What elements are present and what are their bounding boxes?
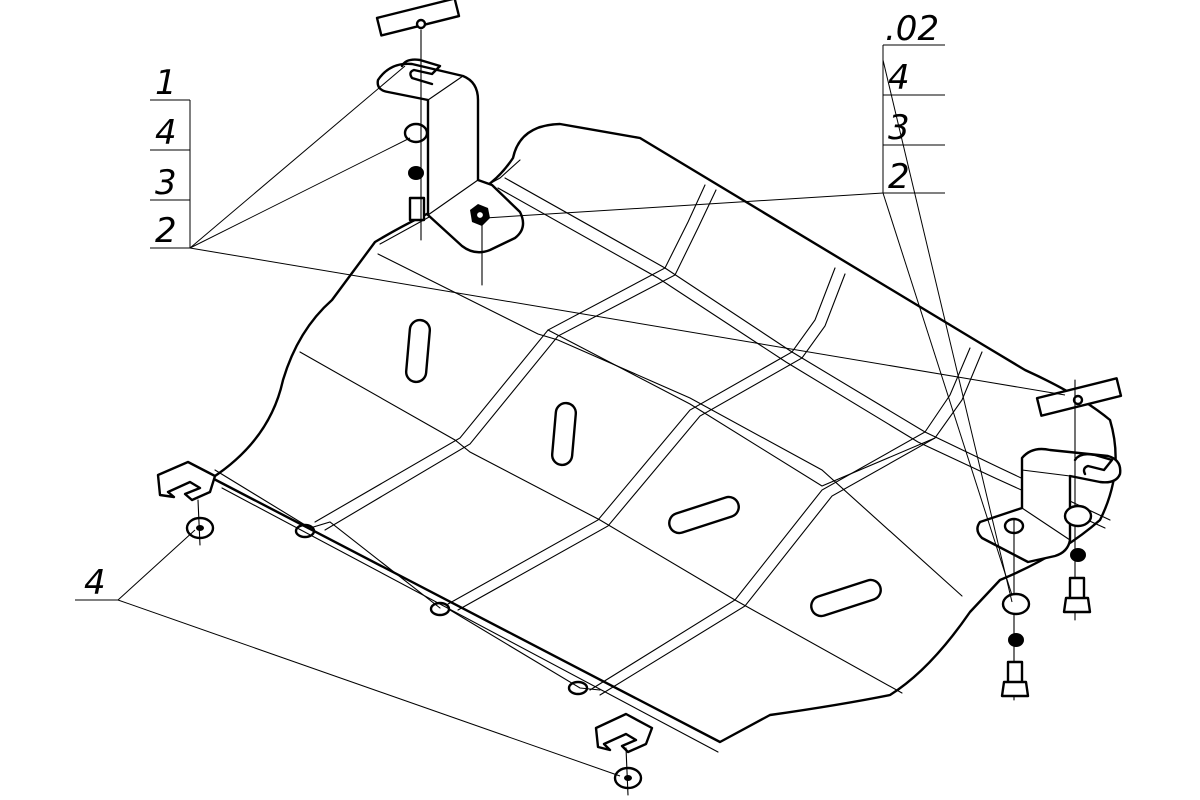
right-washer-upper [1063, 504, 1093, 528]
flange-dimple-1 [294, 523, 316, 539]
leader-right-b [882, 192, 1013, 596]
right-bolt-head [1062, 596, 1092, 614]
leader-bottom-b [117, 599, 621, 777]
left-bracket-fold-2 [427, 179, 479, 216]
bend-line-3 [299, 351, 903, 694]
left-bracket-fold [427, 75, 464, 101]
right-bracket-fold [1021, 469, 1071, 477]
right-lock-washer [1070, 548, 1086, 562]
right-bracket-slot [1073, 452, 1114, 476]
callout-left-stack: 1 4 3 2 [150, 63, 191, 251]
leader-bottom-a [117, 529, 196, 601]
front-mount-tabs [156, 460, 654, 754]
right-bolt [1068, 576, 1086, 602]
left-nut-bore [475, 210, 485, 220]
bend-line-4b [449, 609, 601, 691]
callout-right-1: .02 [885, 9, 939, 49]
long-bend-1a [504, 177, 1111, 521]
callout-left-4: 2 [155, 211, 177, 251]
cross-bend-mid [547, 329, 936, 487]
skid-plate-outline [210, 122, 1117, 744]
long-bend-4a [589, 347, 971, 691]
right-lock-washer-lower [1008, 633, 1024, 647]
bend-line-4 [214, 469, 441, 609]
washer-axis-right [625, 747, 629, 796]
loose-washers [185, 499, 643, 796]
flange-dimple-3 [567, 680, 589, 696]
callout-left-2: 4 [155, 113, 177, 153]
skid-plate [210, 122, 1117, 753]
callout-left-1: 1 [155, 63, 177, 103]
right-bracket [976, 377, 1123, 701]
left-bracket-plate [376, 62, 525, 254]
flange-dimple-2 [429, 601, 451, 617]
callout-right-2: 4 [888, 58, 910, 98]
slot-2 [550, 401, 578, 467]
right-washer-lower [1001, 592, 1031, 616]
slot-1 [404, 318, 432, 384]
front-tab-right [594, 712, 654, 754]
left-washer-plate [375, 0, 461, 37]
callout-left-3: 3 [155, 163, 177, 203]
callout-right-4: 2 [888, 157, 910, 197]
left-plate-hole [415, 18, 427, 30]
left-lock-washer [408, 166, 424, 180]
long-bend-1b [497, 187, 1106, 529]
bend-line-1 [379, 159, 521, 245]
leader-left-b [189, 137, 411, 249]
callout-bottom-label: 4 [84, 563, 106, 603]
vent-slots [404, 318, 882, 618]
long-bend-3a [447, 267, 836, 605]
right-bolt-lower [1006, 660, 1024, 686]
washer-front-right-hole [624, 775, 632, 781]
front-flange-edge [221, 487, 719, 753]
right-plate-hole [1072, 394, 1084, 406]
long-bend-4b [599, 351, 983, 696]
left-bolt [408, 196, 426, 222]
right-bracket-fold-2 [1021, 507, 1071, 541]
left-bracket [375, 0, 525, 286]
long-bend-2a [314, 184, 706, 523]
washer-front-left-hole [196, 525, 204, 531]
callout-bottom-left: 4 [84, 563, 106, 603]
leader-right-c [882, 59, 1013, 603]
washer-axis-left [197, 499, 201, 546]
leader-left-a [189, 65, 406, 249]
left-bracket-slot [400, 58, 442, 86]
leader-right-a [484, 192, 884, 219]
slot-3 [668, 495, 740, 535]
long-bend-2b [324, 189, 717, 531]
slot-4 [810, 578, 882, 618]
leader-lines [75, 59, 1066, 777]
callout-right-3: 3 [888, 108, 910, 148]
front-tab-left [156, 460, 217, 502]
leader-left-c [189, 247, 1066, 396]
long-bend-3b [457, 273, 846, 611]
callout-right-stack: .02 4 3 2 [882, 9, 945, 197]
right-bolt-head-lower [1000, 680, 1030, 698]
